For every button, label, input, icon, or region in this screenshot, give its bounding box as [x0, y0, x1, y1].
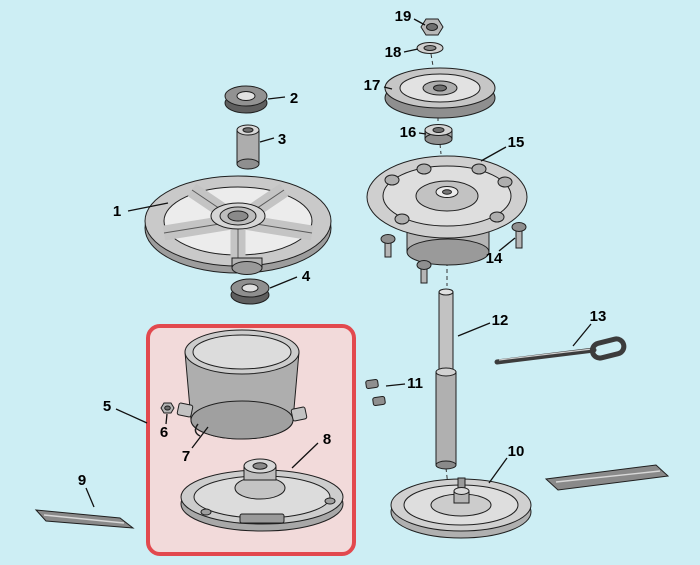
part-11-fasteners: [365, 378, 386, 407]
part-label-19: 19: [395, 8, 412, 25]
part-label-8: 8: [323, 431, 331, 448]
part-label-9: 9: [78, 472, 86, 489]
part-13-handle-tool: [494, 336, 627, 365]
part-label-7: 7: [182, 448, 190, 465]
part-label-6: 6: [160, 424, 168, 441]
part-label-5: 5: [103, 398, 111, 415]
part-10-basket: [390, 477, 532, 539]
bolt: [511, 222, 527, 249]
part-4-bearing: [230, 278, 270, 305]
part-18-washer: [416, 42, 444, 54]
part-label-3: 3: [278, 131, 286, 148]
part-label-17: 17: [364, 77, 381, 94]
part-14-bolts: [380, 222, 527, 284]
part-16-spacer: [424, 124, 453, 145]
part-8-spool: [180, 458, 344, 532]
part-label-10: 10: [508, 443, 525, 460]
part-label-16: 16: [400, 124, 417, 141]
part-2-bearing: [224, 85, 268, 114]
part-label-12: 12: [492, 312, 509, 329]
part-label-13: 13: [590, 308, 607, 325]
part-label-15: 15: [508, 134, 525, 151]
part-label-4: 4: [302, 268, 311, 285]
bolt: [416, 260, 432, 284]
part-7-drum: [176, 329, 308, 440]
leader-lines: [85, 18, 592, 508]
part-19-nut: [420, 18, 444, 36]
part-labels: 1 2 3 4 5 6 7 8 9 10 11 12 13 14 15 16 1…: [78, 8, 607, 489]
part-17-pulley: [384, 67, 496, 119]
part-3-sleeve: [236, 124, 260, 170]
part-1-spider-frame: [144, 175, 332, 275]
bolt: [380, 234, 396, 258]
part-label-11: 11: [407, 375, 423, 392]
part-6-nut: [160, 402, 175, 414]
part-label-1: 1: [113, 203, 121, 220]
part-label-18: 18: [385, 44, 402, 61]
part-9-belt: [34, 509, 135, 529]
part-12-shaft: [435, 288, 457, 470]
belt-segment-right: [544, 464, 670, 491]
part-15-mounting-flange: [366, 155, 528, 266]
part-label-14: 14: [486, 250, 503, 267]
part-label-2: 2: [290, 90, 298, 107]
